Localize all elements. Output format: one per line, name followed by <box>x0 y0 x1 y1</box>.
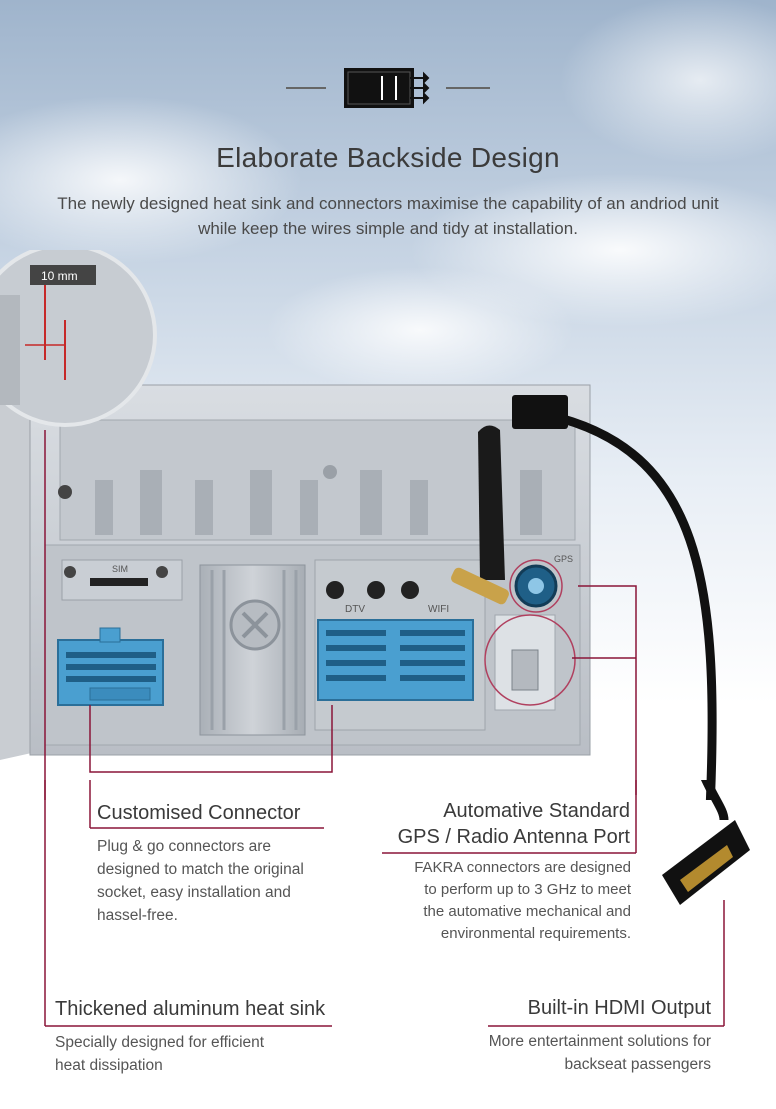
antenna-callout-heading-line2: GPS / Radio Antenna Port <box>397 826 630 848</box>
callout-lines <box>44 780 750 1027</box>
antenna-callout-body: FAKRA connectors are designed to perform… <box>414 859 631 942</box>
page-subtitle: The newly designed heat sink and connect… <box>57 194 719 238</box>
heatsink-callout-body: Specially designed for efficient heat di… <box>55 1034 265 1074</box>
connector-callout-heading: Customised Connector <box>97 802 301 824</box>
dtv-label: DTV <box>345 604 365 615</box>
wifi-label: WIFI <box>428 604 449 615</box>
hdmi-callout-heading: Built-in HDMI Output <box>527 997 711 1019</box>
connector-callout-body: Plug & go connectors are designed to mat… <box>97 838 304 924</box>
radio-antenna-port <box>511 649 539 691</box>
page-title: Elaborate Backside Design <box>216 142 560 173</box>
antenna-callout-heading-line1: Automative Standard <box>443 800 630 822</box>
hdmi-callout-body: More entertainment solutions for backsea… <box>488 1033 711 1073</box>
wifi-antenna <box>451 425 509 605</box>
sim-label: SIM <box>112 564 128 574</box>
heatsink-callout-heading: Thickened aluminum heat sink <box>55 998 326 1020</box>
measurement-label: 10 mm <box>41 269 78 283</box>
hdmi-cable-head <box>512 395 568 429</box>
hdmi-connector-head <box>662 780 750 905</box>
device-backside-illustration: SIM DTV WIFI GPS <box>0 250 717 800</box>
connector-icon <box>286 68 490 108</box>
gps-label: GPS <box>554 554 573 564</box>
